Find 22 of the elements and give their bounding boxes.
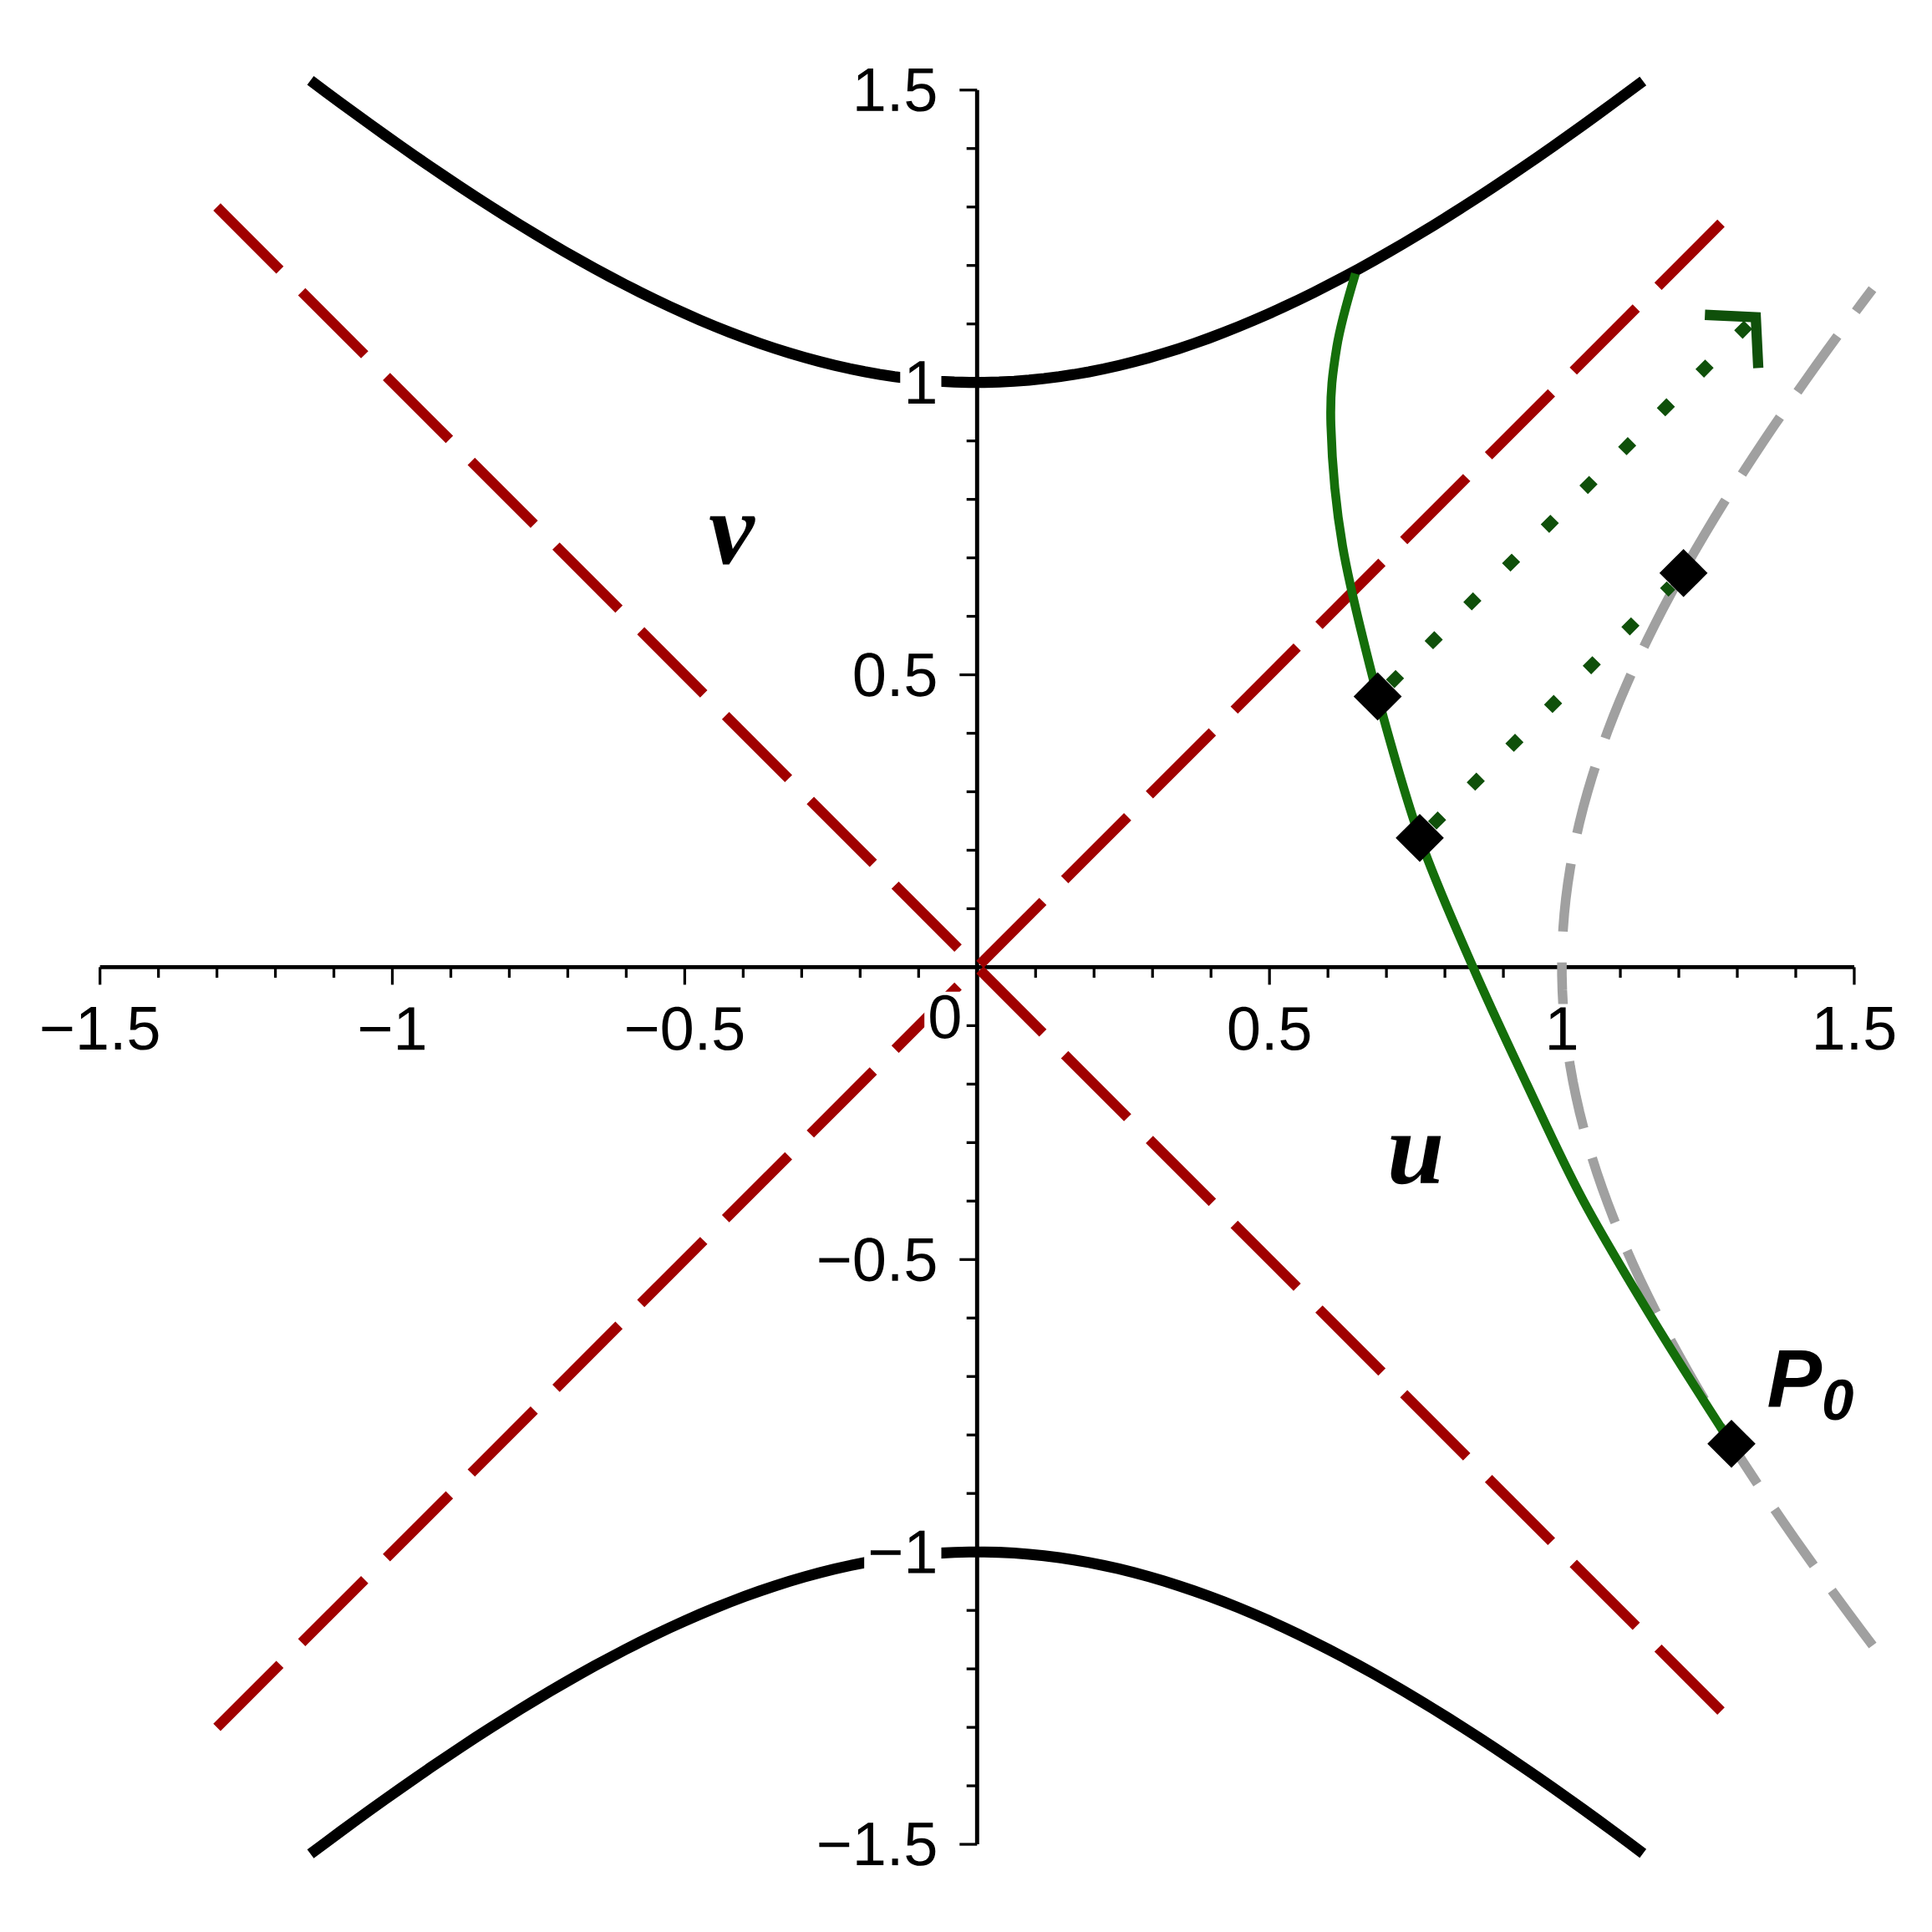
tick-label: 0 — [924, 991, 966, 1043]
tick-label: −1.5 — [35, 1004, 165, 1054]
tick-label: 0.5 — [1223, 1003, 1316, 1055]
tick-label: −1.5 — [812, 1819, 942, 1869]
point-marker — [1353, 672, 1402, 721]
tick-label: −1 — [864, 1527, 942, 1577]
point-label: P$_{0}$ — [1768, 1350, 1853, 1421]
dotted-arrow — [1385, 309, 1764, 689]
point-marker — [1659, 548, 1708, 597]
point-marker — [1396, 813, 1444, 862]
tick-label: 0.5 — [848, 649, 942, 700]
tick-label: −0.5 — [812, 1234, 942, 1285]
axis-label: u — [1391, 1136, 1441, 1185]
dotted-line — [1427, 581, 1675, 830]
axis-label: v — [709, 516, 755, 565]
tick-label: −1 — [353, 1004, 431, 1054]
tick-label: 1 — [900, 358, 942, 408]
point-marker — [1707, 1419, 1756, 1468]
tick-label: −0.5 — [620, 1003, 750, 1055]
tick-label: 1.5 — [848, 64, 942, 115]
tick-label: 1.5 — [1807, 1004, 1901, 1054]
tick-label: 1 — [1541, 1004, 1583, 1054]
